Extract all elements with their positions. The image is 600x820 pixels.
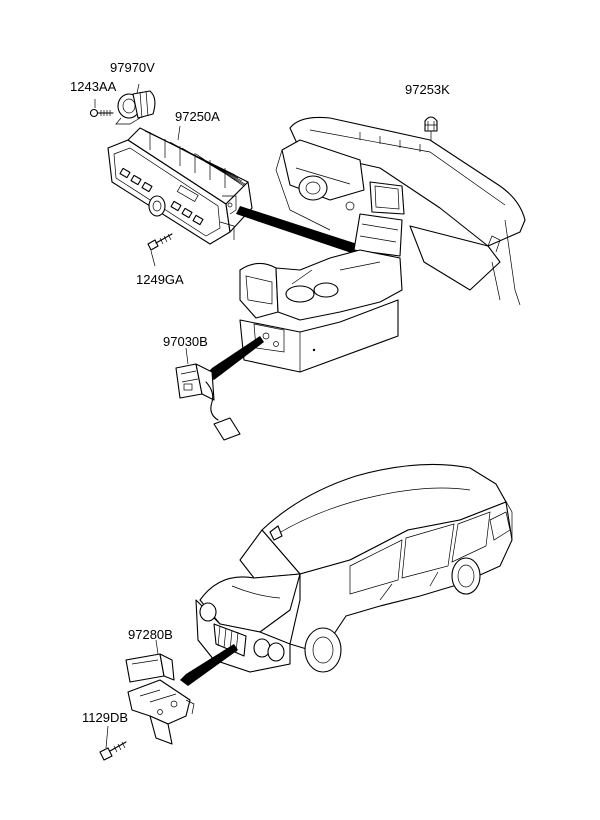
screw-1249ga [147,233,173,267]
label-1249ga: 1249GA [136,272,184,287]
label-1243aa: 1243AA [70,79,117,94]
label-97250a: 97250A [175,109,220,124]
leader-arrow-97280b [180,644,238,686]
mounting-bracket [127,679,195,745]
leader-arrow-97030b [206,336,264,380]
control-unit-97250a [107,125,253,245]
sensor-97970v [115,83,156,125]
vehicle-body [195,463,513,673]
leader-arrow-97250a [236,206,388,264]
label-97253k: 97253K [405,82,450,97]
label-97970v: 97970V [110,60,155,75]
module-97280b [125,639,175,683]
center-console [239,249,403,373]
screw-1243aa [89,99,114,118]
screw-1129db [99,725,127,761]
label-97030b: 97030B [163,334,208,349]
label-97280b: 97280B [128,627,173,642]
switch-unit-97030b [175,347,241,441]
label-1129db: 1129DB [82,710,129,725]
dashboard-assembly [275,116,526,306]
